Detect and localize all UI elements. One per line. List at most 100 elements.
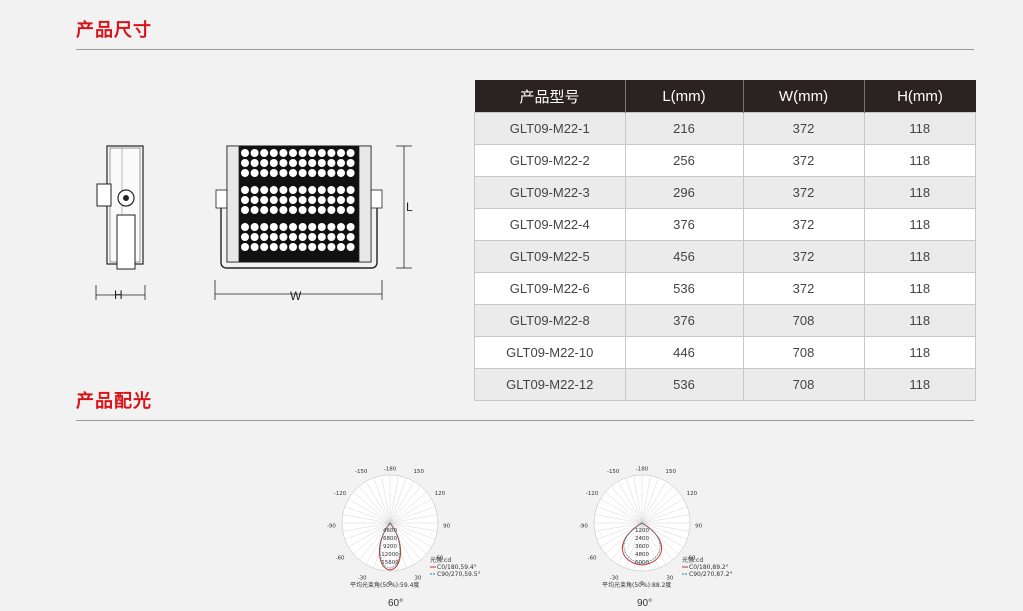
cell-h: 118 [863, 176, 976, 209]
led-lens [289, 159, 297, 167]
led-lens [337, 159, 345, 167]
led-lens [279, 233, 288, 241]
dimension-h-label: H [114, 288, 123, 302]
cell-model: GLT09-M22-12 [474, 368, 626, 401]
angle-label: -30 [358, 576, 367, 582]
cell-h: 118 [863, 304, 976, 337]
spec-table-header-row: 产品型号 L(mm) W(mm) H(mm) [474, 80, 976, 113]
angle-label: 150 [414, 469, 425, 475]
led-lens [298, 149, 307, 157]
angle-label: 30 [414, 576, 421, 582]
led-lens [308, 206, 317, 214]
section-title-dimensions: 产品尺寸 [76, 20, 152, 41]
c0-curve [621, 522, 663, 566]
led-lens [327, 169, 336, 177]
cell-l: 216 [624, 112, 744, 145]
led-lens [241, 169, 249, 177]
led-lens [241, 159, 249, 167]
led-lens [308, 169, 317, 177]
led-lens [289, 243, 297, 251]
legend-unit: 光强:cd [682, 556, 703, 564]
led-lens [279, 223, 288, 231]
led-lens [337, 186, 345, 194]
led-lens [241, 243, 249, 251]
led-lens [289, 186, 297, 194]
header-l: L(mm) [625, 80, 744, 113]
led-lens [241, 186, 249, 194]
dimension-w-label: W [290, 289, 302, 303]
radial-label: 3600 [635, 544, 649, 550]
led-lens [269, 196, 278, 204]
angle-label: 120 [687, 491, 698, 497]
legend-c0: C0/180,59.4° [437, 564, 477, 571]
led-lens [346, 223, 355, 231]
led-lens [317, 149, 326, 157]
led-lens [279, 186, 288, 194]
cell-model: GLT09-M22-6 [474, 272, 626, 305]
cell-l: 456 [624, 240, 744, 273]
cell-h: 118 [863, 272, 976, 305]
led-lens [279, 243, 288, 251]
led-lens [327, 233, 336, 241]
led-lens [308, 186, 317, 194]
led-lens [241, 149, 249, 157]
angle-label: -30 [610, 576, 619, 582]
angle-label: 30 [666, 576, 673, 582]
led-lens [250, 243, 259, 251]
led-lens [337, 233, 345, 241]
led-lens [337, 149, 345, 157]
cell-h: 118 [863, 112, 976, 145]
led-lens [250, 186, 259, 194]
led-lens [269, 149, 278, 157]
led-lens [298, 196, 307, 204]
led-lens [327, 186, 336, 194]
led-lens [260, 196, 269, 204]
led-lens [298, 206, 307, 214]
cell-model: GLT09-M22-10 [474, 336, 626, 369]
angle-label: -180 [636, 466, 649, 472]
cell-w: 372 [742, 272, 865, 305]
cell-l: 536 [624, 272, 744, 305]
angle-label: 90 [695, 523, 702, 529]
led-lens [289, 169, 297, 177]
led-lens [279, 149, 288, 157]
led-lens [260, 169, 269, 177]
led-lens [308, 149, 317, 157]
led-lens [327, 223, 336, 231]
led-lens [250, 149, 259, 157]
led-lens [327, 206, 336, 214]
cell-l: 376 [624, 208, 744, 241]
led-lens [269, 223, 278, 231]
led-lens [260, 206, 269, 214]
led-lens [260, 223, 269, 231]
led-lens [298, 159, 307, 167]
angle-label: -150 [607, 469, 620, 475]
led-lens [269, 169, 278, 177]
beam-angle-label: 60° [388, 598, 404, 609]
angle-label: -150 [355, 469, 368, 475]
angle-label: 150 [666, 469, 677, 475]
header-model: 产品型号 [474, 80, 626, 113]
led-lens [337, 206, 345, 214]
legend-c90: C90/270,87.2° [689, 571, 732, 578]
led-lens [346, 186, 355, 194]
angle-label: -120 [586, 491, 599, 497]
cell-w: 372 [742, 208, 865, 241]
led-lens [279, 169, 288, 177]
avg-beam-angle: 平均光束角(50%):59.4度 [350, 581, 419, 589]
led-lens [308, 159, 317, 167]
led-lens [337, 243, 345, 251]
led-lens [346, 196, 355, 204]
cell-model: GLT09-M22-1 [474, 112, 626, 145]
led-lens [269, 206, 278, 214]
cell-model: GLT09-M22-8 [474, 304, 626, 337]
